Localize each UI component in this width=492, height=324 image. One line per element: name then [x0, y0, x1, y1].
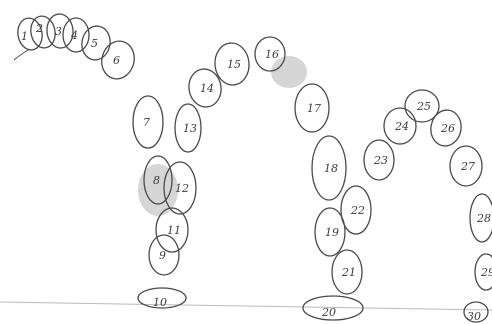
pencil-strokes [0, 50, 492, 310]
ball-frame: 9 [149, 235, 179, 275]
frame-number: 12 [175, 182, 189, 195]
frame-number: 5 [91, 37, 98, 50]
pencil-smudges [138, 56, 307, 216]
frame-number: 9 [159, 249, 166, 262]
frame-number: 21 [341, 266, 356, 279]
ball-frame: 21 [332, 250, 362, 294]
frame-number: 28 [476, 212, 491, 225]
ball-frame: 30 [464, 302, 488, 323]
ball-frame: 14 [186, 67, 224, 110]
ball-frame: 16 [255, 37, 285, 71]
ball-frame: 19 [315, 208, 345, 256]
frame-number: 23 [373, 154, 388, 167]
frame-number: 1 [21, 30, 28, 43]
ball-frame: 4 [63, 18, 89, 52]
frame-number: 13 [183, 122, 197, 135]
trajectory-line [14, 50, 28, 60]
frame-number: 11 [167, 224, 181, 237]
ball-frame: 29 [475, 254, 492, 290]
ball-frame: 5 [79, 24, 112, 62]
frame-number: 27 [460, 160, 475, 173]
ball-frame: 18 [312, 136, 346, 200]
ball-frame: 23 [364, 140, 394, 180]
ground-line [0, 302, 492, 310]
frame-number: 7 [143, 116, 150, 129]
frame-number: 17 [307, 102, 321, 115]
ball-frame: 17 [295, 84, 329, 132]
frame-number: 26 [440, 122, 455, 135]
frame-number: 18 [324, 162, 338, 175]
frame-number: 8 [153, 174, 160, 187]
ball-frame: 27 [450, 146, 482, 186]
frame-number: 30 [467, 310, 481, 323]
ball-frame: 10 [138, 288, 186, 309]
ball-frame: 28 [470, 194, 492, 242]
frame-number: 10 [153, 296, 167, 309]
frame-number: 24 [394, 120, 409, 133]
frame-number: 29 [480, 266, 492, 279]
frame-number: 14 [200, 82, 214, 95]
frame-number: 6 [113, 54, 120, 67]
ball-frame: 6 [98, 38, 139, 83]
ball-frame: 22 [341, 186, 371, 234]
frame-number: 19 [325, 226, 339, 239]
frame-number: 4 [70, 29, 78, 42]
frame-number: 20 [321, 306, 336, 319]
ball-frame: 13 [175, 104, 201, 152]
frame-number: 25 [416, 100, 431, 113]
ball-frame: 7 [133, 96, 163, 148]
ball-frame: 26 [428, 108, 464, 149]
frame-number: 2 [35, 22, 43, 35]
frame-number: 22 [350, 204, 365, 217]
ball-frame: 11 [156, 208, 188, 252]
frame-number: 15 [227, 58, 241, 71]
ball-frame: 24 [384, 108, 416, 144]
frame-number: 16 [265, 48, 279, 61]
frame-number: 3 [55, 25, 62, 38]
